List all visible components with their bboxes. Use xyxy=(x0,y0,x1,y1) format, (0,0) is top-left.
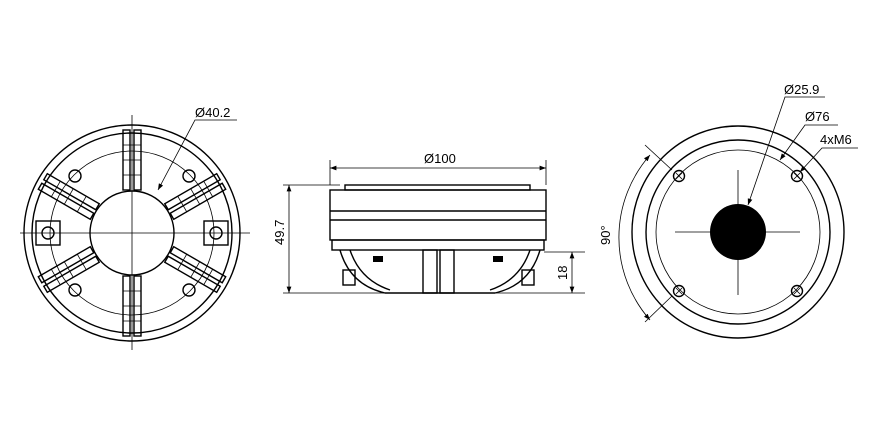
mount-screws xyxy=(35,169,229,297)
bolt-circle-label: Ø76 xyxy=(805,109,830,124)
rib xyxy=(37,172,101,221)
bolt-hole xyxy=(672,169,686,183)
rib xyxy=(37,245,101,294)
height-label: 49.7 xyxy=(272,220,287,245)
bolt-hole xyxy=(790,169,804,183)
angle-label: 90° xyxy=(598,225,613,245)
bolt-spec-label: 4xM6 xyxy=(820,132,852,147)
bolt-hole xyxy=(672,284,686,298)
throat-diameter-label: Ø25.9 xyxy=(784,82,819,97)
outer-diameter-label: Ø100 xyxy=(424,151,456,166)
flange-height-label: 18 xyxy=(555,266,570,280)
rib xyxy=(163,245,227,294)
bolt-holes xyxy=(672,169,804,298)
rib xyxy=(122,129,142,191)
front-view: Ø40.2 xyxy=(20,105,250,350)
rear-view: 90° Ø25.9 Ø76 4xM6 xyxy=(598,82,858,339)
side-view: Ø100 49.7 18 xyxy=(272,151,585,294)
bolt-hole xyxy=(790,284,804,298)
hub-diameter-label: Ø40.2 xyxy=(195,105,230,120)
rib xyxy=(163,172,227,221)
